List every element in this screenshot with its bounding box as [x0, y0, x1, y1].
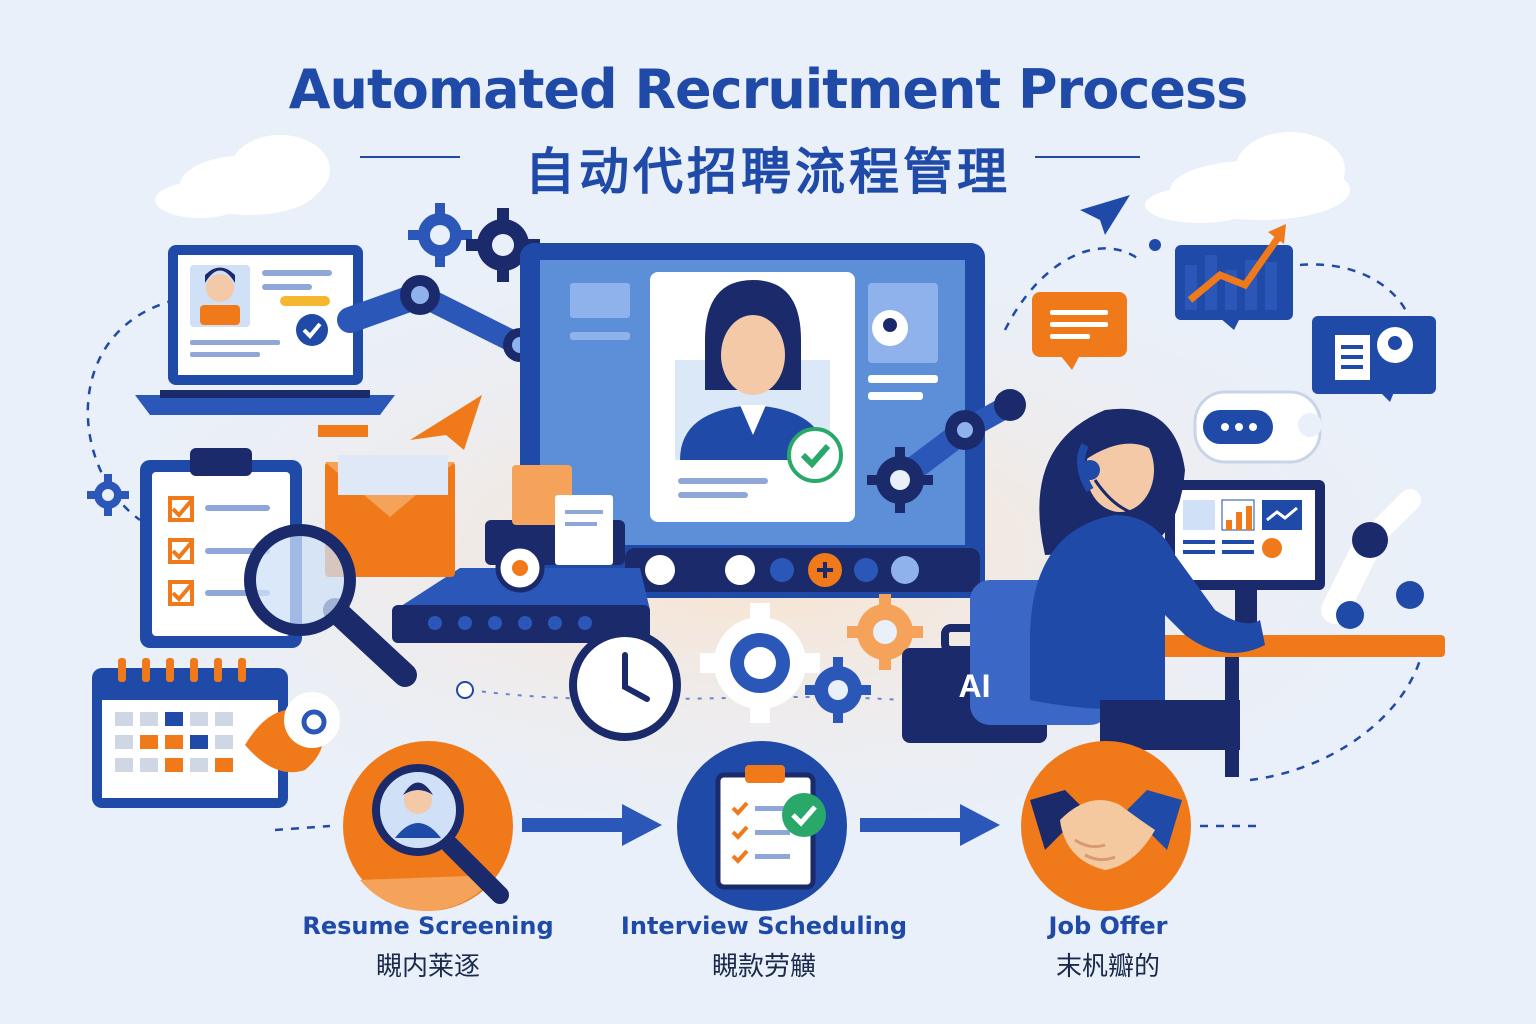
arrow-icon [522, 804, 662, 846]
gear-icon [867, 447, 933, 513]
envelope-icon [325, 455, 455, 577]
document-chat-icon [1312, 316, 1436, 402]
page-title: Automated Recruitment Process [288, 58, 1249, 121]
clock-icon [569, 629, 681, 741]
gear-icon [408, 203, 472, 267]
arrow-icon [860, 804, 1000, 846]
clipboard-check-icon [677, 741, 847, 911]
cloud-icon [1145, 132, 1350, 223]
step-sub-interview-scheduling: 瞡款劳觵 [711, 952, 816, 982]
gear-icon [847, 594, 923, 670]
paper-plane-icon [318, 395, 482, 450]
briefcase-label: AI [958, 668, 991, 704]
chat-bubble-icon [1032, 292, 1127, 370]
cloud-icon [155, 135, 330, 218]
step-label-job-offer: Job Offer [1048, 912, 1168, 940]
magnifier-icon [244, 524, 417, 687]
gear-icon [87, 474, 129, 516]
laptop-icon [135, 245, 395, 415]
robotic-arm-icon [1321, 489, 1424, 629]
step-label-resume-screening: Resume Screening [302, 912, 554, 940]
candidate-search-icon [343, 741, 513, 911]
chatbot-icon [1193, 390, 1322, 464]
gear-icon [805, 657, 871, 723]
calendar-icon [92, 658, 288, 808]
monitor-icon [520, 243, 985, 598]
growth-chart-icon [1175, 224, 1293, 330]
computer-screen-icon [1165, 480, 1325, 630]
gear-icon [466, 208, 540, 282]
paper-plane-icon [1080, 195, 1130, 235]
handshake-icon [1021, 741, 1191, 911]
gear-icon [700, 603, 820, 723]
person-icon [1030, 408, 1265, 750]
step-label-interview-scheduling: Interview Scheduling [620, 912, 908, 940]
step-sub-resume-screening: 瞡内莱逐 [375, 952, 480, 982]
step-sub-job-offer: 末杋瓣的 [1055, 952, 1160, 982]
page-subtitle: 自动代招聘流程管理 [525, 143, 1011, 201]
